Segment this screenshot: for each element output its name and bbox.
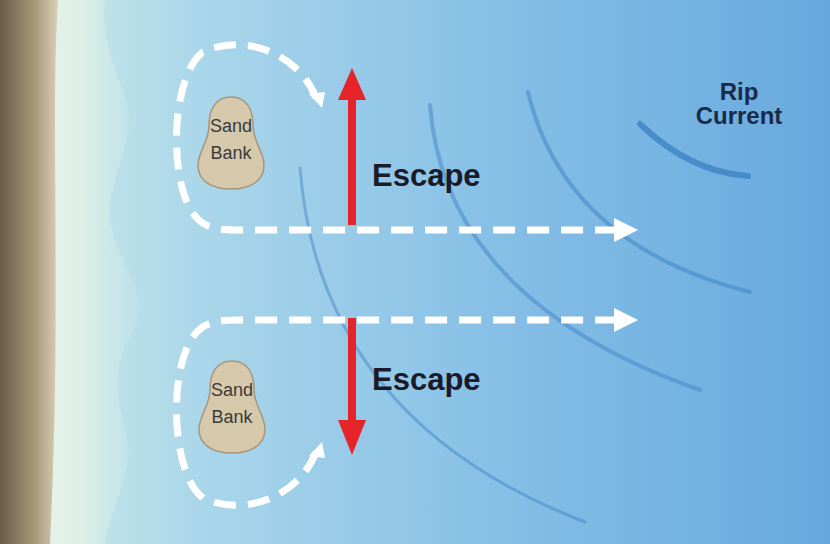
rip-current-waves	[300, 92, 750, 522]
escape-label: Escape	[372, 158, 532, 194]
flow-arrowhead	[614, 308, 638, 332]
wave-arc	[300, 168, 585, 522]
escape-arrows	[338, 68, 366, 455]
wave-arc	[640, 124, 748, 176]
node-label: Sand Bank	[195, 94, 267, 192]
wave-arc	[430, 105, 700, 390]
escape-arrowhead	[338, 420, 366, 455]
escape-label: Escape	[372, 362, 532, 398]
flow-arrowhead	[309, 442, 325, 458]
sand-bank: Sand Bank	[195, 94, 267, 192]
escape-arrow-shaft	[348, 96, 356, 225]
flow-arrowhead	[309, 92, 325, 108]
flow-arrowhead	[614, 218, 638, 242]
shoreline-foam	[0, 0, 139, 544]
circulation-path	[176, 320, 615, 505]
escape-arrowhead	[338, 68, 366, 100]
sand-bank: Sand Bank	[196, 358, 268, 456]
current-label: Rip Current	[684, 80, 794, 128]
circulation-path	[176, 45, 615, 230]
node-label: Sand Bank	[196, 358, 268, 456]
escape-arrow-shaft	[348, 318, 356, 422]
circulation-paths	[176, 45, 615, 506]
beach	[0, 0, 58, 544]
